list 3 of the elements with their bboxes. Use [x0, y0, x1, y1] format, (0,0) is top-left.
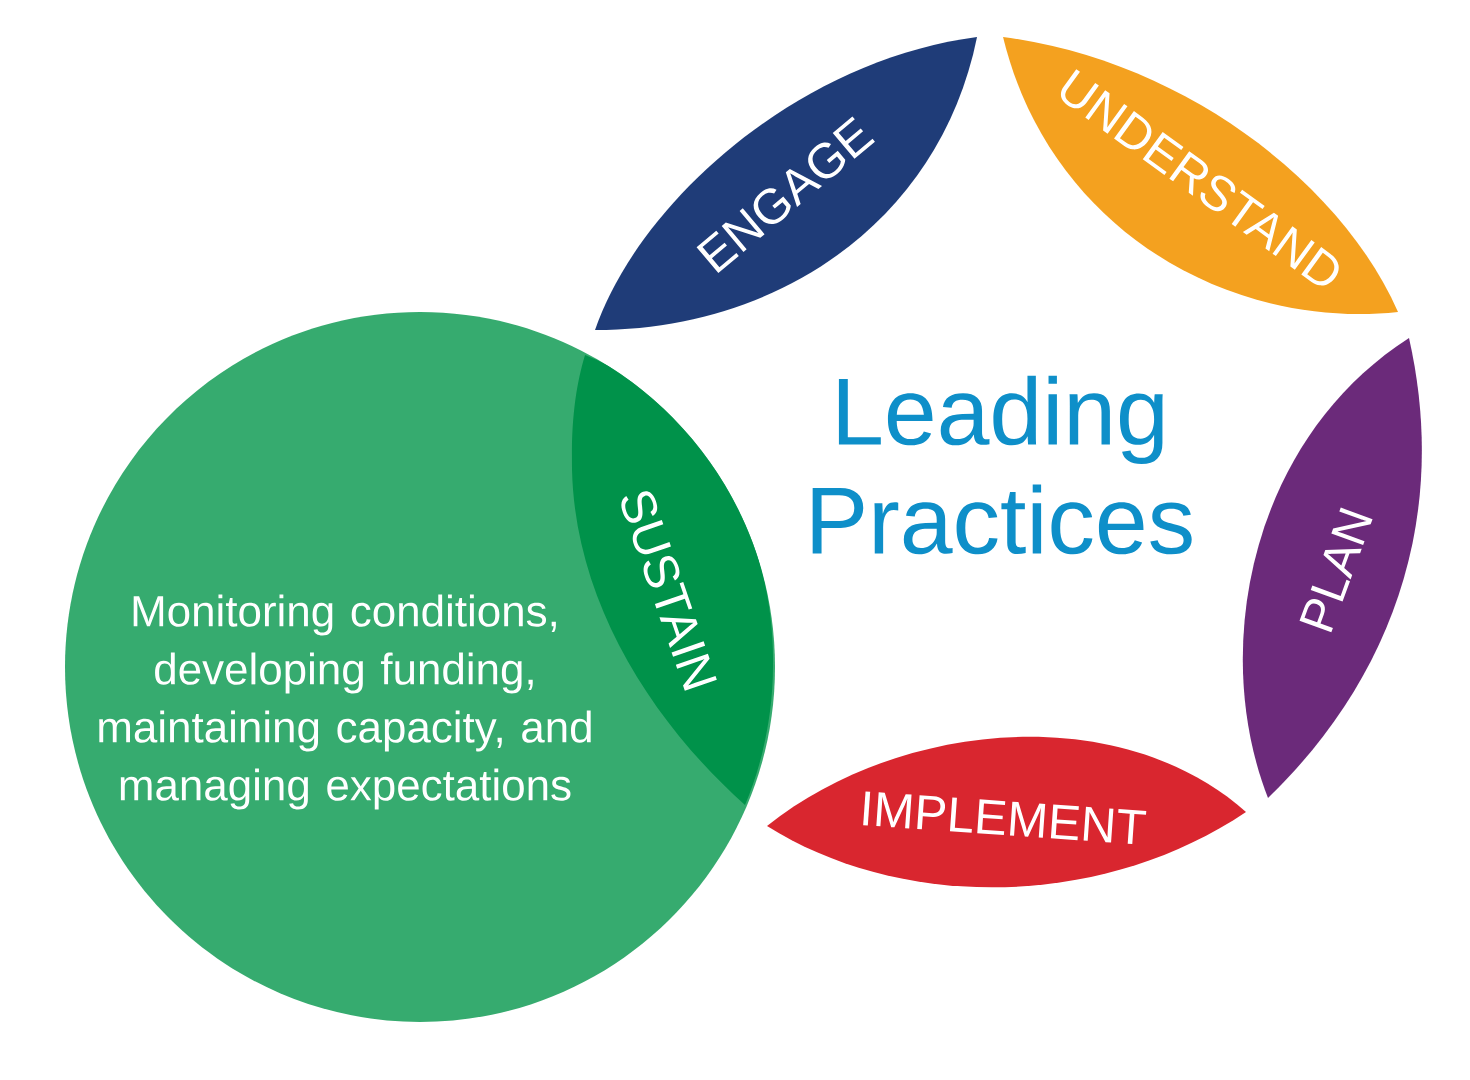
- petal: IMPLEMENT: [767, 737, 1247, 888]
- title: Leading Practices: [812, 375, 1192, 555]
- petal: PLAN: [1243, 338, 1422, 798]
